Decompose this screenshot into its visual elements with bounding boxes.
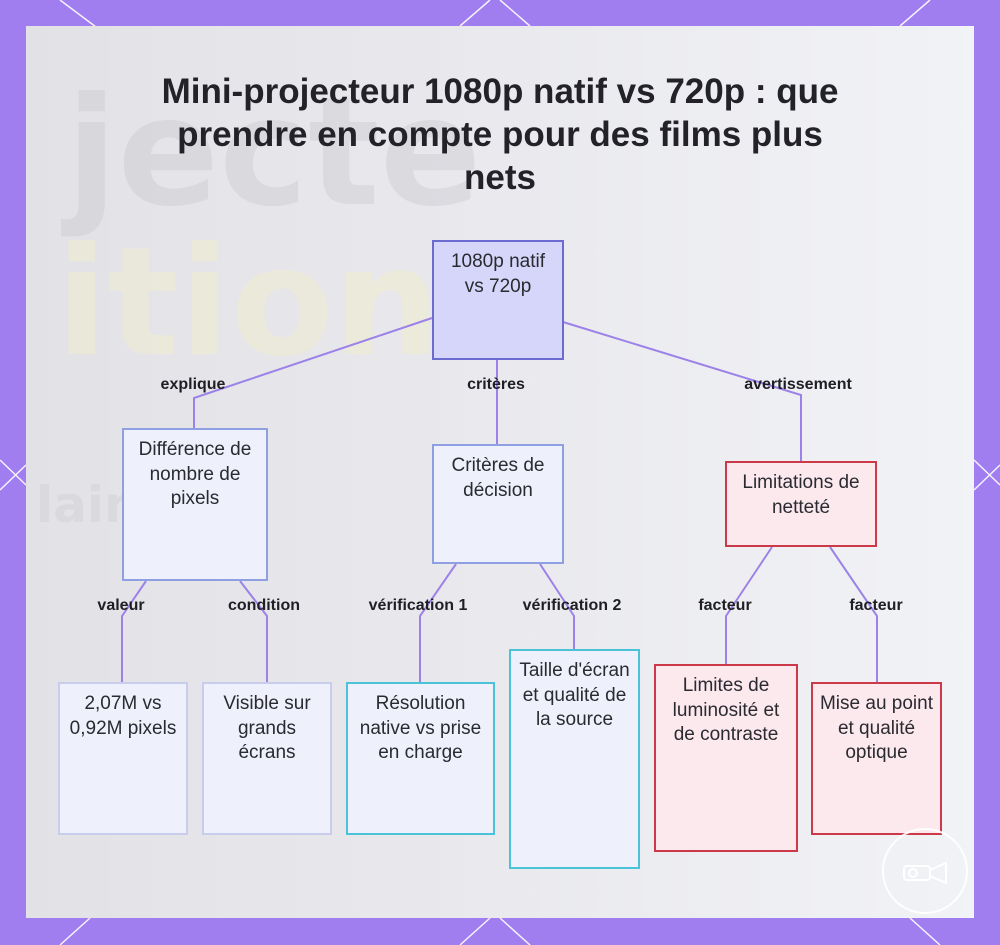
node-limitations-nettete: Limitations de netteté — [725, 461, 877, 547]
edge-label-condition: condition — [228, 597, 300, 614]
edge-condition — [239, 580, 268, 682]
edge-explique — [193, 317, 433, 428]
edge-verification1 — [419, 563, 457, 682]
logo — [882, 828, 968, 914]
edge-verification2 — [539, 563, 575, 649]
node-criteres-decision: Critères de décision — [432, 444, 564, 564]
edge-avertissement — [562, 321, 802, 461]
background-text-1: jecte — [66, 66, 482, 240]
background-text-2: ition — [56, 216, 441, 390]
edge-facteur2 — [829, 546, 878, 682]
edge-label-valeur: valeur — [97, 597, 145, 614]
edge-facteur1 — [725, 546, 773, 664]
edge-label-facteur-2: facteur — [849, 597, 903, 614]
node-luminosite-contraste: Limites de luminosité et de contraste — [654, 664, 798, 852]
edge-label-criteres: critères — [467, 376, 525, 393]
edge-label-facteur-1: facteur — [698, 597, 752, 614]
node-difference-pixels: Différence de nombre de pixels — [122, 428, 268, 581]
node-root: 1080p natif vs 720p — [432, 240, 564, 360]
edge-label-avertissement: avertissement — [744, 376, 852, 393]
node-resolution-native: Résolution native vs prise en charge — [346, 682, 495, 835]
edge-valeur — [121, 580, 147, 682]
node-mise-au-point: Mise au point et qualité optique — [811, 682, 942, 835]
node-taille-ecran: Taille d'écran et qualité de la source — [509, 649, 640, 869]
edge-label-verification-2: vérification 2 — [522, 597, 622, 614]
projector-icon — [903, 861, 947, 885]
page-title: Mini-projecteur 1080p natif vs 720p : qu… — [161, 72, 839, 197]
node-pixels-count: 2,07M vs 0,92M pixels — [58, 682, 188, 835]
node-visible-grands-ecrans: Visible sur grands écrans — [202, 682, 332, 835]
edge-label-explique: explique — [160, 376, 226, 393]
edge-label-verification-1: vérification 1 — [368, 597, 468, 614]
